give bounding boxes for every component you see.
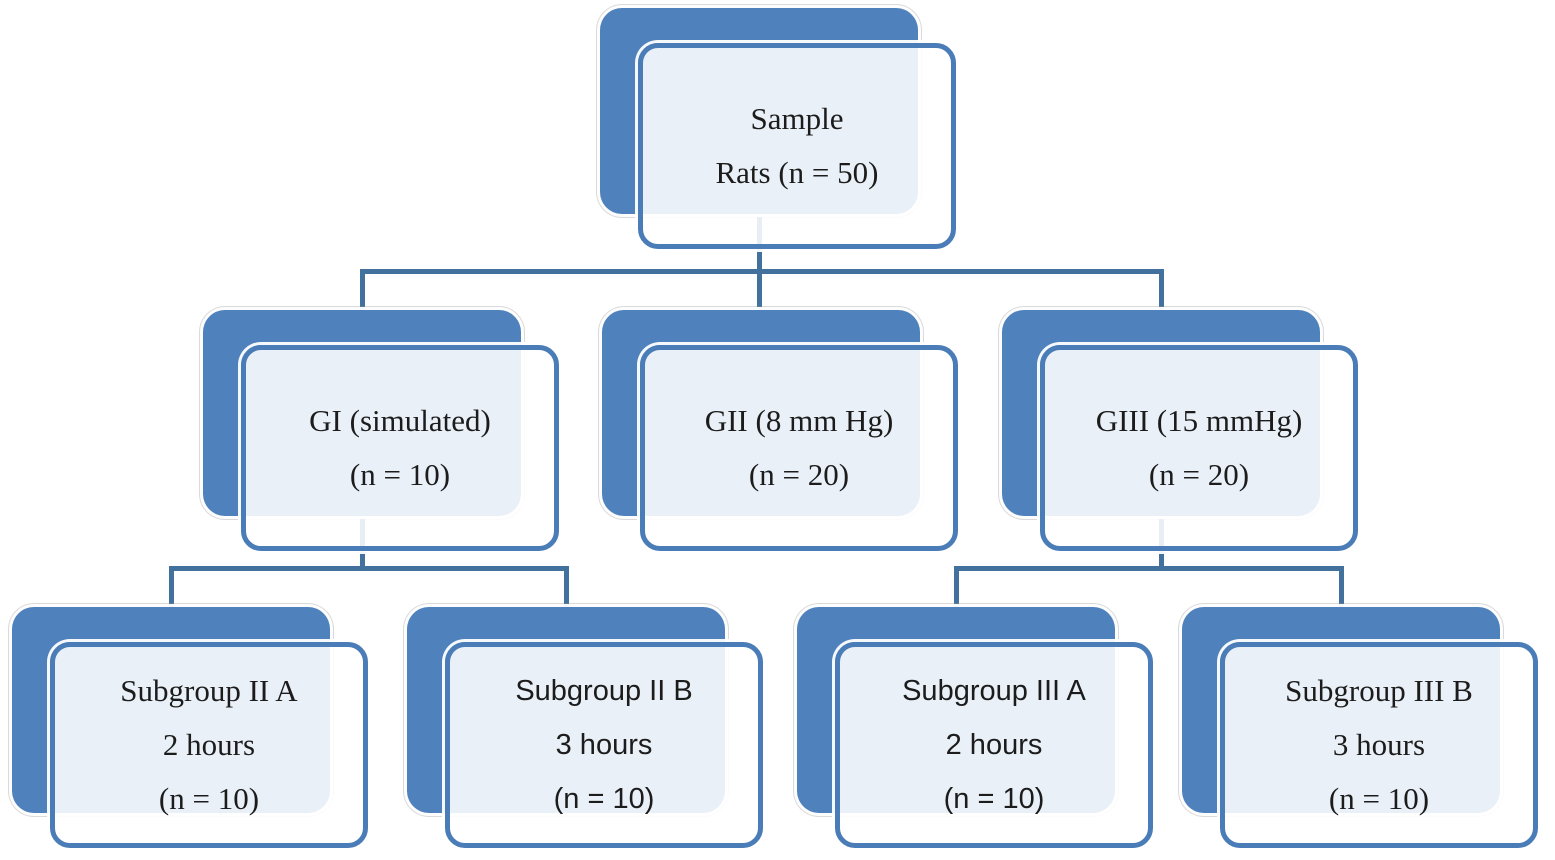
node-subgroup-2b-panel: Subgroup II B 3 hours (n = 10): [445, 642, 763, 848]
node-label-line: Subgroup II B: [515, 675, 693, 707]
node-label-line: 3 hours: [1332, 727, 1426, 762]
node-label-line: (n = 10): [158, 781, 260, 816]
node-label-line: Subgroup II A: [120, 673, 298, 708]
node-giii-panel: GIII (15 mmHg) (n = 20): [1040, 345, 1358, 551]
node-label-line: (n = 10): [553, 783, 655, 815]
connector-giii-crossbar: [954, 566, 1344, 571]
node-label-line: 2 hours: [162, 727, 256, 762]
node-subgroup-2b: Subgroup II B 3 hours (n = 10): [407, 607, 763, 848]
node-giii: GIII (15 mmHg) (n = 20): [1002, 310, 1358, 551]
node-label-line: (n = 10): [349, 457, 451, 492]
node-sample: Sample Rats (n = 50): [600, 8, 956, 249]
connector-drop-subgroup-2a: [169, 566, 174, 607]
node-gi-panel: GI (simulated) (n = 10): [241, 345, 559, 551]
node-gi: GI (simulated) (n = 10): [203, 310, 559, 551]
node-subgroup-2a-panel: Subgroup II A 2 hours (n = 10): [50, 642, 368, 848]
connector-gi-crossbar: [169, 566, 569, 571]
node-subgroup-2a: Subgroup II A 2 hours (n = 10): [12, 607, 368, 848]
node-label-line: (n = 10): [943, 783, 1045, 815]
node-subgroup-3a: Subgroup III A 2 hours (n = 10): [797, 607, 1153, 848]
node-label-line: Subgroup III A: [902, 675, 1086, 707]
node-label-line: GII (8 mm Hg): [704, 403, 894, 438]
connector-drop-subgroup-2b: [564, 566, 569, 607]
connector-drop-giii: [1159, 269, 1164, 310]
node-label-line: Rats (n = 50): [715, 155, 879, 190]
node-gii: GII (8 mm Hg) (n = 20): [602, 310, 958, 551]
node-gii-panel: GII (8 mm Hg) (n = 20): [640, 345, 958, 551]
node-label-line: (n = 10): [1328, 781, 1430, 816]
node-label-line: GI (simulated): [309, 403, 491, 438]
node-label-line: (n = 20): [748, 457, 850, 492]
connector-level1-crossbar: [360, 269, 1164, 274]
connector-root-trunk: [757, 205, 762, 310]
node-label-line: (n = 20): [1148, 457, 1250, 492]
node-label-line: Subgroup III B: [1285, 673, 1473, 708]
node-subgroup-3b: Subgroup III B 3 hours (n = 10): [1182, 607, 1538, 848]
node-label-line: GIII (15 mmHg): [1095, 403, 1303, 438]
connector-drop-subgroup-3b: [1339, 566, 1344, 607]
node-sample-panel: Sample Rats (n = 50): [638, 43, 956, 249]
node-subgroup-3b-panel: Subgroup III B 3 hours (n = 10): [1220, 642, 1538, 848]
connector-drop-gi: [360, 269, 365, 310]
node-label-line: Sample: [750, 101, 844, 136]
connector-drop-subgroup-3a: [954, 566, 959, 607]
node-label-line: 3 hours: [555, 729, 653, 761]
node-label-line: 2 hours: [945, 729, 1043, 761]
node-subgroup-3a-panel: Subgroup III A 2 hours (n = 10): [835, 642, 1153, 848]
